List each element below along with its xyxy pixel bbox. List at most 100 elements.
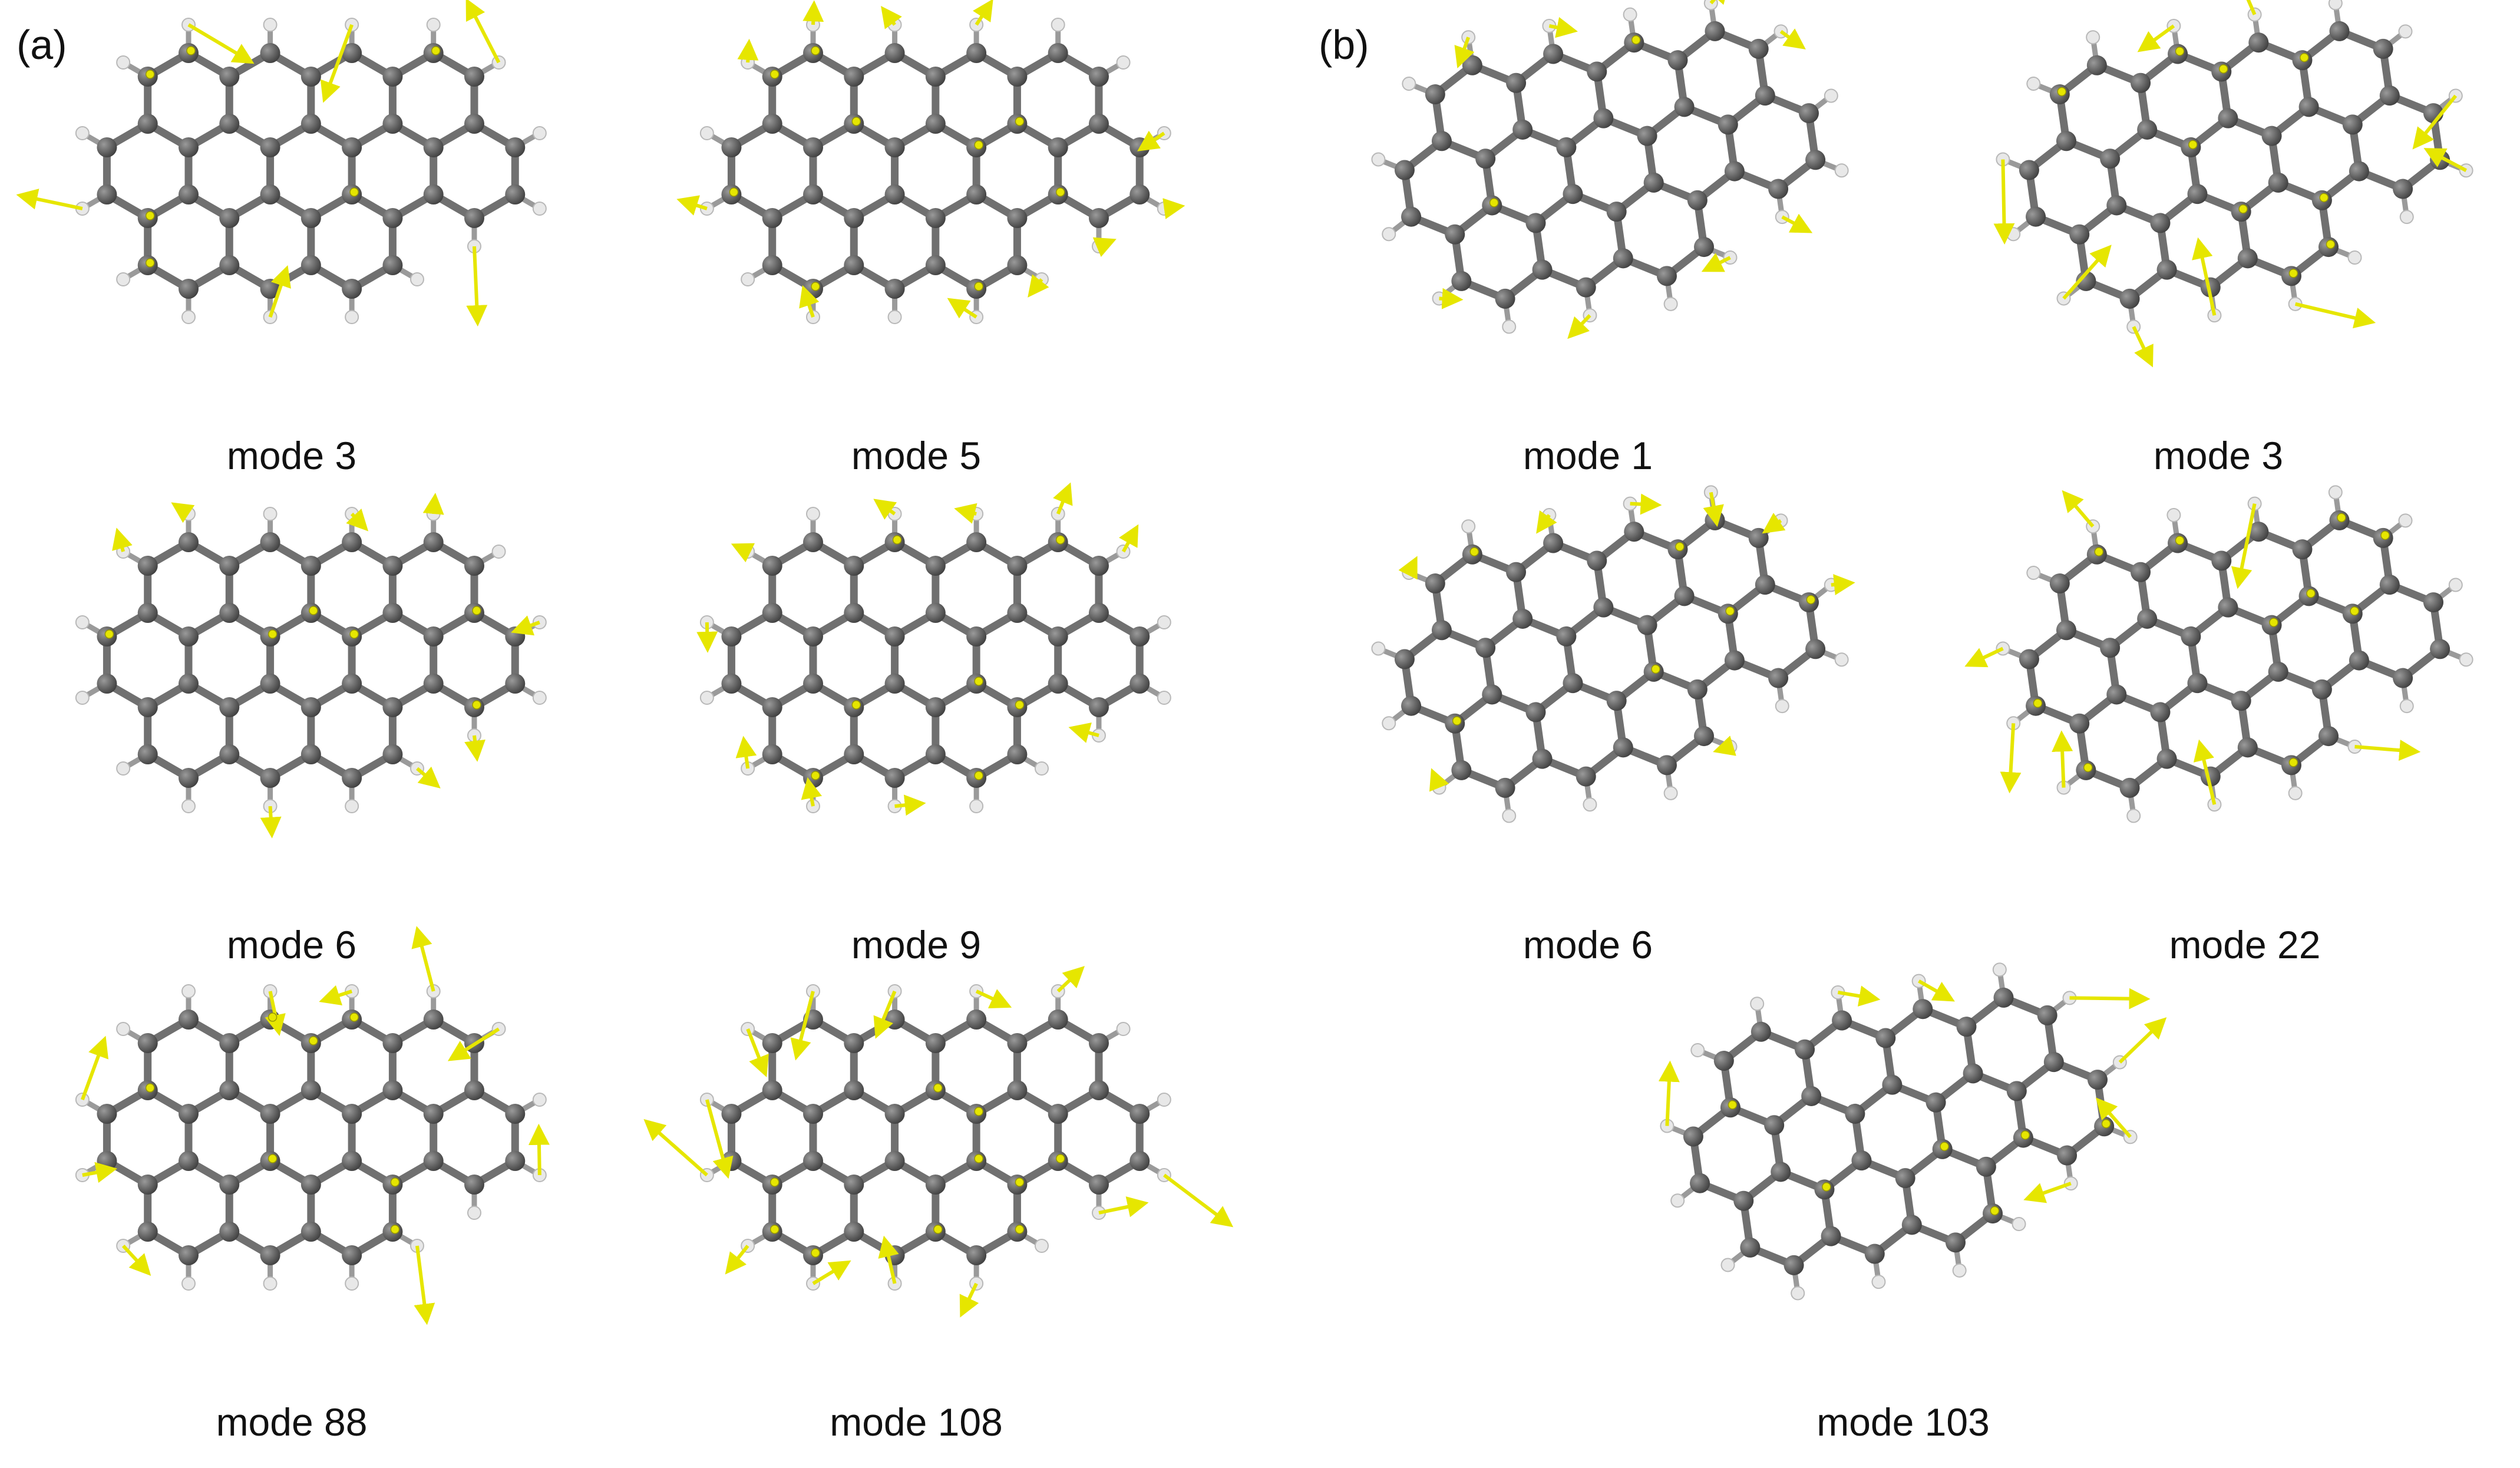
carbon-atom bbox=[1694, 237, 1715, 258]
displacement-arrow bbox=[422, 493, 444, 515]
hydrogen-atom bbox=[2398, 513, 2413, 528]
hydrogen-atom bbox=[345, 18, 359, 32]
carbon-atom bbox=[382, 1080, 403, 1100]
displacement-arrow bbox=[309, 1036, 318, 1045]
caption-b-mode-22: mode 22 bbox=[2169, 923, 2321, 966]
carbon-atom bbox=[2218, 108, 2238, 128]
carbon-atom bbox=[884, 1151, 905, 1171]
hydrogen-atom bbox=[1996, 641, 2010, 656]
hydrogen-atom bbox=[887, 310, 902, 324]
carbon-atom bbox=[1088, 114, 1109, 134]
hydrogen-atom bbox=[75, 126, 90, 140]
carbon-atom bbox=[844, 556, 864, 576]
displacement-arrow bbox=[1015, 1177, 1025, 1187]
hydrogen-atom bbox=[806, 507, 820, 521]
carbon-atom bbox=[1129, 1104, 1150, 1124]
displacement-arrow bbox=[171, 502, 195, 523]
molecule-structure bbox=[75, 926, 550, 1325]
displacement-arrow bbox=[812, 1260, 851, 1285]
displacement-arrow bbox=[349, 1012, 359, 1022]
carbon-atom bbox=[179, 1151, 199, 1171]
carbon-atom bbox=[1129, 184, 1150, 204]
carbon-atom bbox=[179, 532, 199, 552]
carbon-atom bbox=[1495, 777, 1515, 798]
carbon-atom bbox=[1401, 206, 1422, 227]
carbon-atom bbox=[2311, 679, 2332, 700]
hydrogen-atom bbox=[263, 18, 278, 32]
hydrogen-atom bbox=[1371, 152, 1386, 167]
displacement-arrow bbox=[974, 282, 983, 291]
displacement-arrow bbox=[2069, 988, 2151, 1010]
displacement-arrow bbox=[346, 508, 369, 532]
carbon-atom bbox=[925, 1033, 946, 1053]
displacement-arrow bbox=[464, 735, 485, 762]
displacement-arrow bbox=[2412, 94, 2458, 150]
displacement-arrow bbox=[145, 211, 155, 220]
carbon-atom bbox=[925, 697, 946, 717]
displacement-arrow bbox=[851, 117, 861, 126]
carbon-atom bbox=[844, 603, 864, 623]
hydrogen-atom bbox=[75, 691, 90, 705]
carbon-atom bbox=[260, 768, 280, 788]
displacement-arrow bbox=[81, 1035, 109, 1101]
displacement-arrow bbox=[705, 1099, 734, 1179]
carbon-atom bbox=[382, 697, 403, 717]
carbon-atom bbox=[1748, 38, 1769, 59]
carbon-atom bbox=[1394, 160, 1415, 180]
displacement-arrow bbox=[2020, 1130, 2030, 1140]
displacement-arrow bbox=[2175, 47, 2185, 56]
carbon-atom bbox=[1088, 208, 1109, 228]
carbon-atom bbox=[300, 744, 321, 764]
carbon-atom bbox=[1129, 674, 1150, 694]
displacement-arrow bbox=[1056, 966, 1085, 993]
displacement-arrow bbox=[1015, 117, 1025, 126]
carbon-atom bbox=[2137, 608, 2158, 629]
carbon-atom bbox=[97, 674, 117, 694]
carbon-atom bbox=[1048, 1010, 1068, 1030]
displacement-arrow bbox=[1707, 0, 1730, 5]
displacement-arrow bbox=[411, 926, 435, 992]
displacement-arrow bbox=[2230, 0, 2257, 15]
carbon-atom bbox=[1724, 650, 1745, 671]
hydrogen-atom bbox=[1583, 797, 1597, 812]
carbon-atom bbox=[966, 184, 987, 204]
hydrogen-atom bbox=[532, 126, 547, 140]
hydrogen-atom bbox=[699, 126, 714, 140]
hydrogen-atom bbox=[1034, 761, 1049, 776]
carbon-atom bbox=[1445, 224, 1465, 245]
carbon-atom bbox=[1643, 172, 1664, 193]
molecule-a-mode-88 bbox=[53, 926, 583, 1450]
displacement-arrow bbox=[528, 1123, 550, 1176]
carbon-atom bbox=[925, 1175, 946, 1195]
carbon-atom bbox=[2100, 638, 2121, 658]
displacement-arrow bbox=[1831, 574, 1855, 595]
carbon-atom bbox=[2181, 626, 2201, 646]
displacement-arrow bbox=[2288, 269, 2298, 278]
carbon-atom bbox=[2043, 1052, 2064, 1073]
carbon-atom bbox=[179, 1010, 199, 1030]
carbon-atom bbox=[179, 768, 199, 788]
carbon-atom bbox=[1048, 626, 1068, 646]
carbon-atom bbox=[803, 1104, 823, 1124]
displacement-arrow bbox=[811, 282, 820, 291]
carbon-atom bbox=[97, 184, 117, 204]
carbon-atom bbox=[1401, 695, 1422, 716]
carbon-atom bbox=[1425, 573, 1445, 594]
displacement-arrow bbox=[1630, 493, 1662, 515]
hydrogen-atom bbox=[345, 1276, 359, 1291]
carbon-atom bbox=[2019, 160, 2039, 180]
carbon-atom bbox=[137, 744, 158, 764]
carbon-atom bbox=[2379, 85, 2400, 106]
caption-a-mode-108: mode 108 bbox=[830, 1400, 1003, 1444]
displacement-arrow bbox=[1993, 159, 2015, 245]
hydrogen-atom bbox=[532, 691, 547, 705]
displacement-arrow bbox=[121, 1244, 151, 1276]
carbon-atom bbox=[2187, 673, 2208, 694]
carbon-atom bbox=[1613, 737, 1633, 758]
carbon-atom bbox=[300, 1222, 321, 1242]
displacement-arrow bbox=[1567, 314, 1591, 339]
hydrogen-atom bbox=[2166, 507, 2181, 522]
molecule-b-mode-1 bbox=[1343, 0, 1874, 483]
hydrogen-atom bbox=[116, 272, 131, 286]
hydrogen-atom bbox=[116, 761, 131, 776]
